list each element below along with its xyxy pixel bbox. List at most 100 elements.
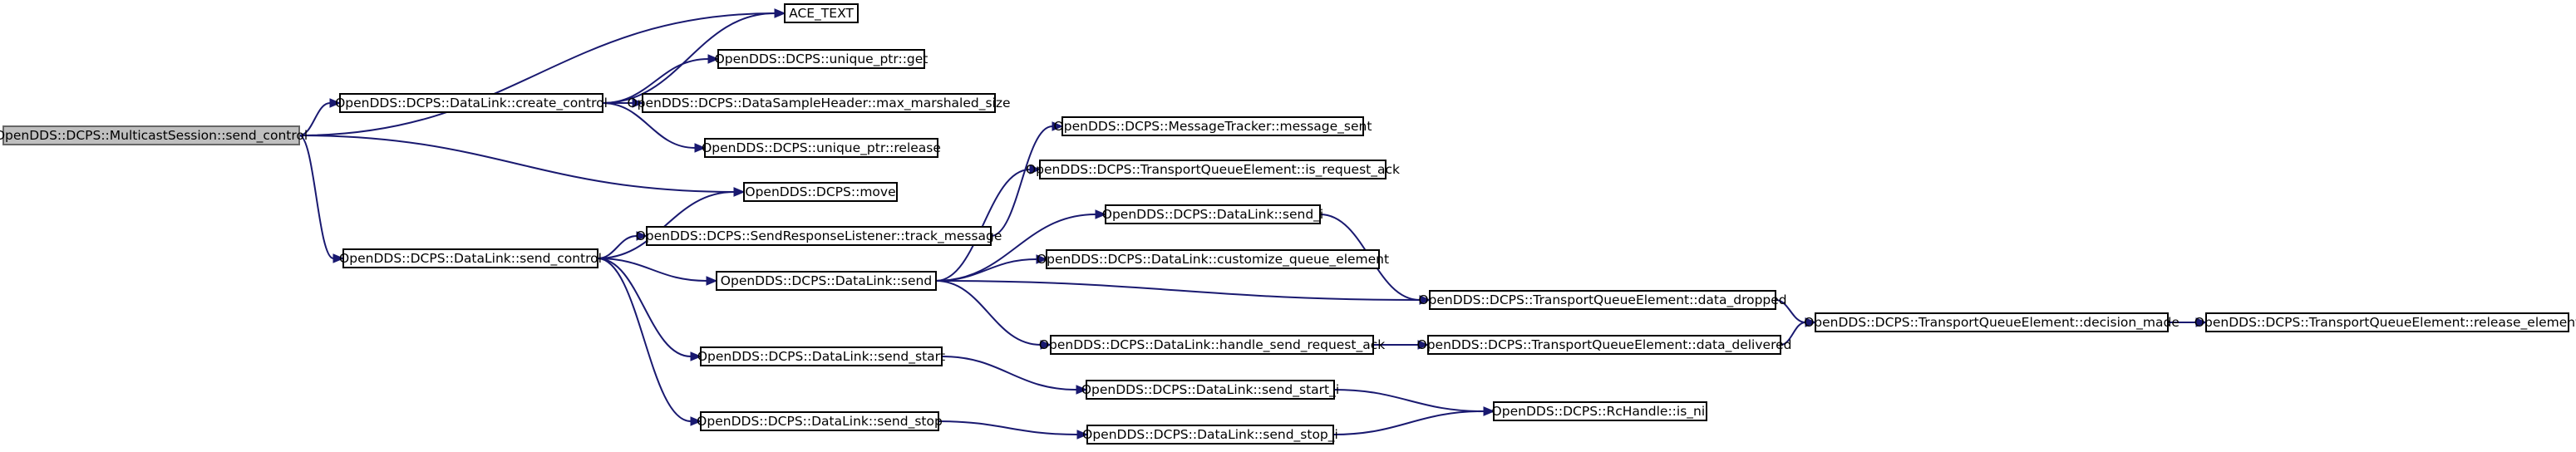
edge-send-start-to-send-start-i (941, 356, 1077, 391)
node-label: ACE_TEXT (789, 6, 854, 22)
node-root[interactable]: OpenDDS::DCPS::MulticastSession::send_co… (0, 125, 308, 145)
node-box (339, 93, 603, 113)
node-box (1493, 401, 1707, 421)
node-box (1429, 290, 1776, 310)
arrowhead (2195, 317, 2208, 327)
node-label: OpenDDS::DCPS::SendResponseListener::tra… (636, 228, 1002, 244)
edge-dl-send-control-to-move (597, 191, 735, 259)
node-is-request-ack[interactable]: OpenDDS::DCPS::TransportQueueElement::is… (1026, 160, 1400, 179)
arrowhead (1040, 340, 1052, 350)
node-box (700, 411, 939, 431)
node-track-message[interactable]: OpenDDS::DCPS::SendResponseListener::tra… (636, 226, 1002, 246)
node-label: OpenDDS::DCPS::DataLink::send_control (339, 251, 602, 267)
node-dl-send-control[interactable]: OpenDDS::DCPS::DataLink::send_control (339, 248, 602, 268)
node-label: OpenDDS::DCPS::TransportQueueElement::da… (1418, 292, 1786, 308)
node-label: OpenDDS::DCPS::move (745, 184, 895, 199)
node-send-start[interactable]: OpenDDS::DCPS::DataLink::send_start (697, 346, 945, 366)
node-label: OpenDDS::DCPS::unique_ptr::release (702, 140, 941, 156)
node-release-element[interactable]: OpenDDS::DCPS::TransportQueueElement::re… (2194, 312, 2576, 332)
node-box (342, 248, 598, 268)
node-label: OpenDDS::DCPS::DataLink::send_stop_i (1082, 427, 1338, 443)
node-box (784, 3, 859, 23)
edge-dl-send-control-to-send-stop (597, 258, 692, 422)
node-box (717, 49, 925, 69)
call-graph-edges (298, 8, 2208, 440)
edge-send-stop-to-send-stop-i (938, 420, 1078, 435)
edge-root-to-move (298, 135, 735, 193)
edge-send-stop-i-to-is-nil (1332, 410, 1485, 435)
node-send-stop-i[interactable]: OpenDDS::DCPS::DataLink::send_stop_i (1082, 425, 1338, 445)
node-label: OpenDDS::DCPS::DataLink::send_start_i (1081, 382, 1339, 398)
node-max-marshaled-size[interactable]: OpenDDS::DCPS::DataSampleHeader::max_mar… (627, 93, 1011, 113)
node-box (1046, 249, 1380, 269)
node-box (1815, 312, 2169, 332)
arrowhead (733, 187, 746, 197)
node-data-dropped[interactable]: OpenDDS::DCPS::TransportQueueElement::da… (1418, 290, 1787, 310)
node-label: OpenDDS::DCPS::DataSampleHeader::max_mar… (627, 96, 1010, 111)
node-data-delivered[interactable]: OpenDDS::DCPS::TransportQueueElement::da… (1417, 335, 1792, 355)
arrowhead (329, 98, 342, 108)
edge-dl-send-to-is-request-ack (935, 169, 1031, 282)
edge-dl-send-control-to-dl-send (597, 258, 707, 282)
node-ace-text[interactable]: ACE_TEXT (784, 3, 859, 23)
arrowhead (1029, 165, 1042, 174)
node-label: OpenDDS::DCPS::DataLink::create_control (335, 96, 608, 111)
node-label: OpenDDS::DCPS::MessageTracker::message_s… (1054, 119, 1372, 135)
node-handle-send-request-ack[interactable]: OpenDDS::DCPS::DataLink::handle_send_req… (1039, 335, 1385, 355)
edge-root-to-create-control (298, 102, 331, 136)
node-send-i[interactable]: OpenDDS::DCPS::DataLink::send_i (1102, 204, 1323, 224)
node-box (642, 93, 996, 113)
arrowhead (690, 351, 702, 361)
node-label: OpenDDS::DCPS::RcHandle::is_nil (1492, 404, 1709, 420)
node-create-control[interactable]: OpenDDS::DCPS::DataLink::create_control (335, 93, 608, 113)
arrowhead (706, 276, 718, 286)
node-box (1427, 335, 1781, 355)
arrowhead (1483, 406, 1495, 416)
node-box (704, 138, 938, 158)
node-box (1086, 425, 1334, 445)
node-label: OpenDDS::DCPS::TransportQueueElement::da… (1417, 337, 1792, 353)
arrowhead (1076, 430, 1089, 440)
node-label: OpenDDS::DCPS::DataLink::send_i (1102, 207, 1323, 223)
node-box (700, 346, 943, 366)
node-unique-ptr-release[interactable]: OpenDDS::DCPS::unique_ptr::release (702, 138, 941, 158)
arrowhead (1036, 254, 1048, 264)
node-send-stop[interactable]: OpenDDS::DCPS::DataLink::send_stop (697, 411, 943, 431)
edge-create-control-to-ace-text (602, 12, 776, 104)
arrowhead (774, 8, 786, 18)
node-label: OpenDDS::DCPS::unique_ptr::get (715, 52, 928, 67)
arrowhead (636, 231, 648, 241)
edge-dl-send-to-customize-queue-element (935, 258, 1037, 282)
node-box (1086, 380, 1335, 400)
node-decision-made[interactable]: OpenDDS::DCPS::TransportQueueElement::de… (1804, 312, 2180, 332)
node-box (2, 125, 300, 145)
arrowhead (694, 143, 707, 153)
edge-dl-send-to-data-dropped (935, 280, 1421, 301)
node-send-start-i[interactable]: OpenDDS::DCPS::DataLink::send_start_i (1081, 380, 1339, 400)
arrowhead (1052, 121, 1064, 131)
node-label: OpenDDS::DCPS::TransportQueueElement::re… (2194, 315, 2576, 331)
node-dl-send[interactable]: OpenDDS::DCPS::DataLink::send (716, 271, 937, 291)
node-box (1105, 204, 1321, 224)
node-label: OpenDDS::DCPS::TransportQueueElement::de… (1804, 315, 2180, 331)
node-unique-ptr-get[interactable]: OpenDDS::DCPS::unique_ptr::get (715, 49, 928, 69)
arrowhead (1076, 385, 1088, 395)
edge-data-dropped-to-decision-made (1775, 299, 1806, 323)
edge-send-start-i-to-is-nil (1333, 389, 1485, 412)
node-message-sent[interactable]: OpenDDS::DCPS::MessageTracker::message_s… (1054, 116, 1372, 136)
node-move[interactable]: OpenDDS::DCPS::move (743, 182, 898, 202)
edge-create-control-to-unique-ptr-get (602, 58, 709, 104)
edge-root-to-dl-send-control (298, 135, 334, 259)
node-customize-queue-element[interactable]: OpenDDS::DCPS::DataLink::customize_queue… (1037, 249, 1389, 269)
call-graph-nodes: OpenDDS::DCPS::MulticastSession::send_co… (0, 3, 2576, 445)
node-box (1050, 335, 1374, 355)
arrowhead (707, 54, 720, 64)
node-box (1061, 116, 1364, 136)
node-label: OpenDDS::DCPS::DataLink::handle_send_req… (1039, 337, 1385, 353)
edge-dl-send-to-handle-send-request-ack (935, 280, 1042, 346)
arrowhead (1805, 317, 1817, 327)
node-is-nil[interactable]: OpenDDS::DCPS::RcHandle::is_nil (1492, 401, 1709, 421)
node-label: OpenDDS::DCPS::DataLink::customize_queue… (1037, 252, 1389, 268)
node-label: OpenDDS::DCPS::MulticastSession::send_co… (0, 128, 308, 144)
edge-root-to-ace-text (298, 12, 776, 136)
